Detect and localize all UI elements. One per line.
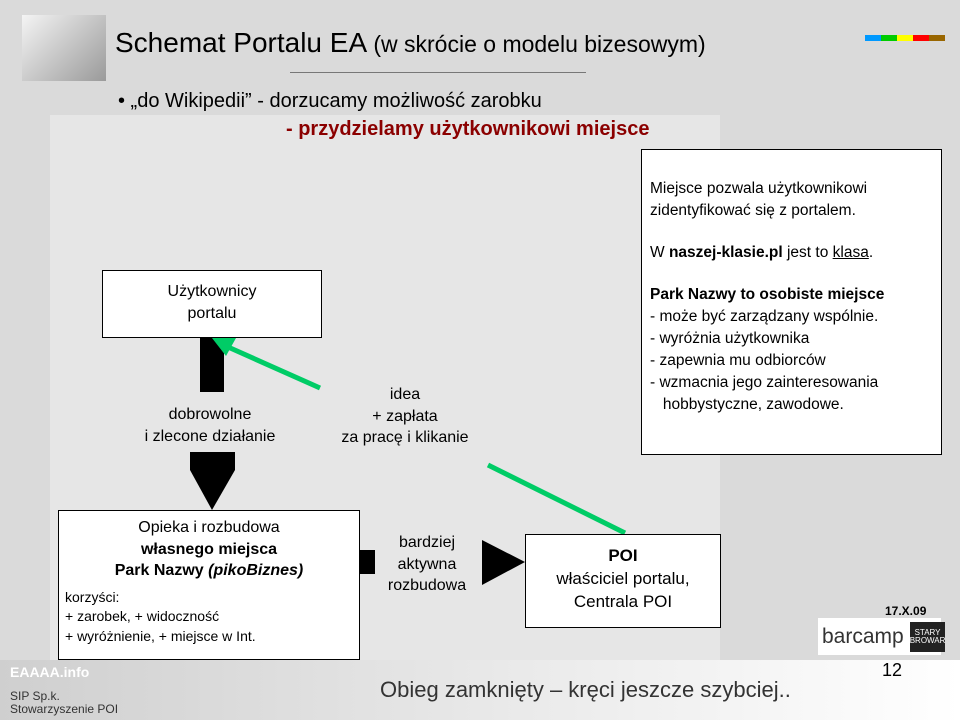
puzzle-logo-icon xyxy=(22,15,106,81)
bullet-2: - przydzielamy użytkownikowi miejsce xyxy=(286,118,650,140)
benefits-list: korzyści:+ zarobek, + widoczność+ wyróżn… xyxy=(65,588,256,644)
color-bar-brown xyxy=(929,35,945,41)
green-arrow-upper xyxy=(226,344,322,391)
green-arrow-head xyxy=(212,338,236,356)
eaaaa-logo: EAAAA.info xyxy=(10,664,90,680)
bullet-1: • „do Wikipedii” - dorzucamy możliwość z… xyxy=(118,90,542,112)
color-bar-yellow xyxy=(897,35,913,41)
page-title: Schemat Portalu EA (w skrócie o modelu b… xyxy=(115,27,706,58)
arrow-shaft-right xyxy=(360,550,375,574)
color-bar-blue xyxy=(865,35,881,41)
footer-bar xyxy=(0,660,960,720)
date: 17.X.09 xyxy=(885,604,927,618)
color-bar-green xyxy=(881,35,897,41)
green-arrow-lower xyxy=(486,462,627,536)
color-bar-red xyxy=(913,35,929,41)
title-divider xyxy=(290,72,586,73)
arrow-right-head xyxy=(482,540,525,585)
page-number: 12 xyxy=(882,660,903,680)
footer-text: Obieg zamknięty – kręci jeszcze szybciej… xyxy=(380,677,791,702)
care-box: Opieka i rozbudowa własnego miejsca Park… xyxy=(58,510,360,660)
organization: SIP Sp.k.Stowarzyszenie POI xyxy=(10,689,119,717)
arrow-down-head xyxy=(190,452,235,510)
poi-box: POI właściciel portalu,Centrala POI xyxy=(525,534,721,628)
